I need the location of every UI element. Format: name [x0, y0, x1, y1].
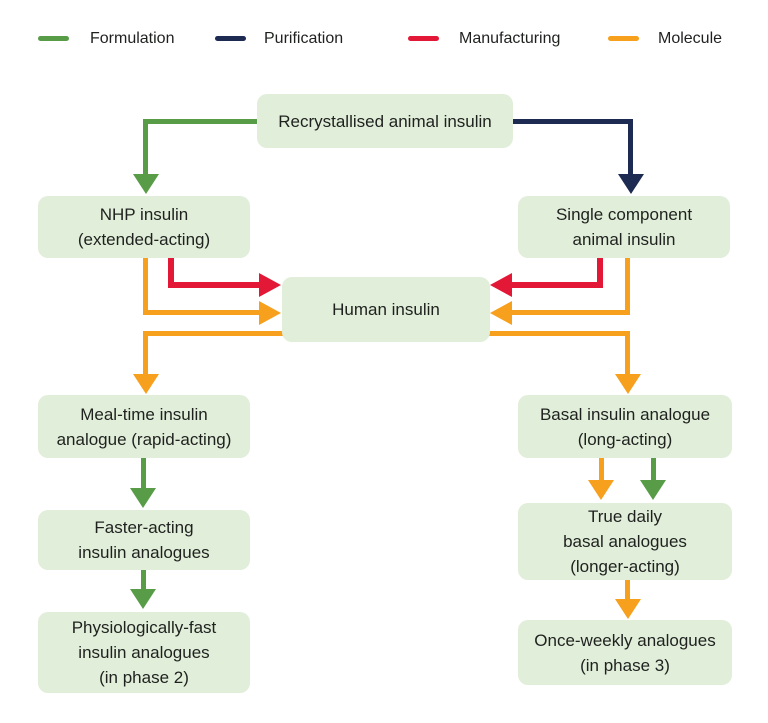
line-segment: [651, 458, 656, 481]
legend-label-molecule: Molecule: [658, 30, 723, 47]
arrowhead-down-icon: [133, 174, 159, 194]
line-segment: [141, 458, 146, 489]
arrowhead-down-icon: [588, 480, 614, 500]
arrowhead-right-icon: [259, 301, 281, 325]
legend-dash-manufacturing-icon: [408, 36, 439, 41]
node-basal-insulin-analogue: Basal insulin analogue (long-acting): [518, 395, 732, 458]
line-segment: [512, 282, 603, 288]
node-faster-acting-insulin-analogues: Faster-acting insulin analogues: [38, 510, 250, 570]
line-segment: [625, 580, 630, 600]
legend-dash-molecule-icon: [608, 36, 639, 41]
line-segment: [143, 331, 148, 375]
arrowhead-down-icon: [130, 589, 156, 609]
node-true-daily-basal-analogues: True daily basal analogues (longer-actin…: [518, 503, 732, 580]
node-recrystallised-animal-insulin: Recrystallised animal insulin: [257, 94, 513, 148]
line-segment: [597, 257, 603, 288]
line-segment: [168, 257, 174, 288]
node-human-insulin: Human insulin: [282, 277, 490, 342]
line-segment: [625, 331, 630, 375]
line-segment: [146, 119, 258, 124]
line-segment: [143, 119, 148, 175]
arrowhead-left-icon: [490, 273, 512, 297]
arrowhead-down-icon: [615, 374, 641, 394]
line-segment: [513, 119, 631, 124]
node-physiologically-fast-insulin-analogues: Physiologically-fast insulin analogues (…: [38, 612, 250, 693]
arrowhead-down-icon: [133, 374, 159, 394]
node-single-component-animal-insulin: Single component animal insulin: [518, 196, 730, 258]
line-segment: [141, 570, 146, 590]
legend-label-manufacturing: Manufacturing: [459, 30, 561, 47]
legend-dash-formulation-icon: [38, 36, 69, 41]
node-meal-time-insulin-analogue: Meal-time insulin analogue (rapid-acting…: [38, 395, 250, 458]
legend-dash-purification-icon: [215, 36, 246, 41]
line-segment: [143, 257, 148, 315]
line-segment: [168, 282, 260, 288]
arrowhead-down-icon: [640, 480, 666, 500]
arrowhead-down-icon: [615, 599, 641, 619]
legend-label-purification: Purification: [264, 30, 344, 47]
node-nhp-insulin: NHP insulin (extended-acting): [38, 196, 250, 258]
arrowhead-down-icon: [618, 174, 644, 194]
line-segment: [628, 119, 633, 175]
node-once-weekly-analogues: Once-weekly analogues (in phase 3): [518, 620, 732, 685]
arrowhead-right-icon: [259, 273, 281, 297]
line-segment: [599, 458, 604, 481]
line-segment: [143, 310, 260, 315]
arrowhead-left-icon: [490, 301, 512, 325]
arrowhead-down-icon: [130, 488, 156, 508]
line-segment: [512, 310, 625, 315]
line-segment: [625, 257, 630, 315]
legend-label-formulation: Formulation: [90, 30, 175, 47]
